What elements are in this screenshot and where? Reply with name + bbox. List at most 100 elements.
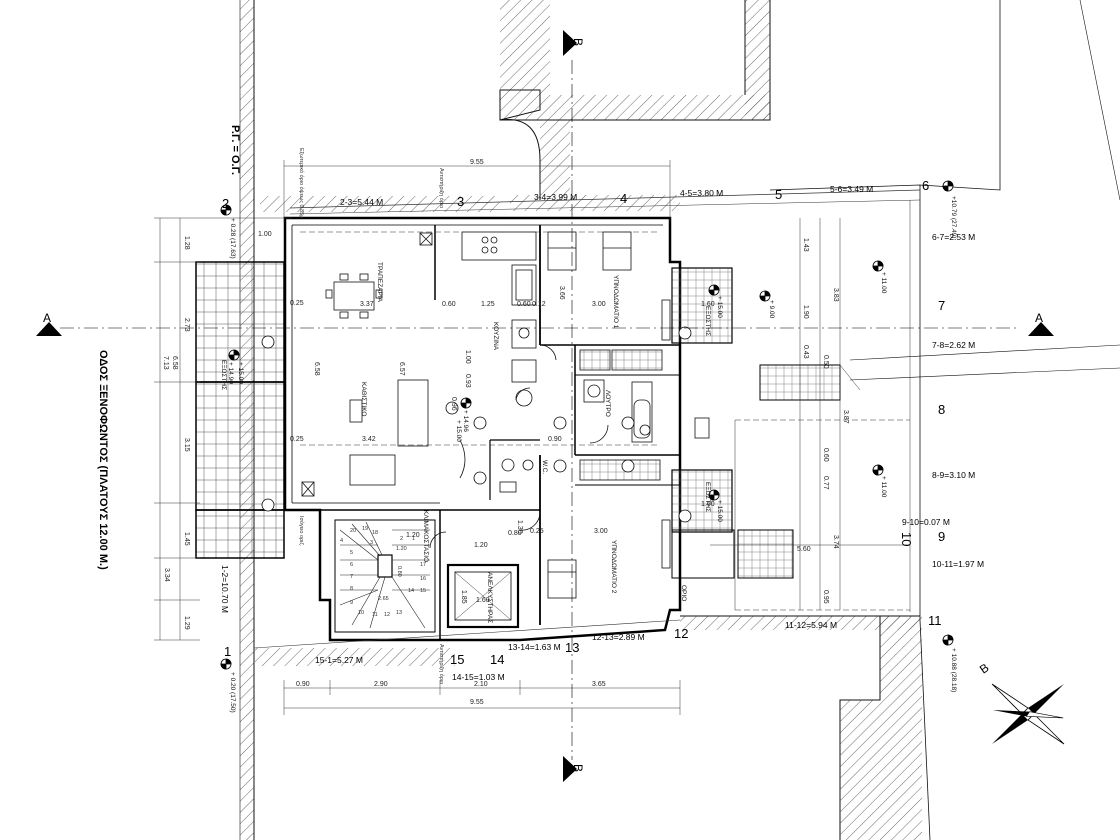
- dim-inner-13: 1.20: [406, 532, 420, 539]
- dim-left-1: 2.73: [183, 318, 190, 332]
- stair-step-16: 16: [420, 576, 426, 582]
- dim-inner-21: 0.96: [450, 397, 457, 411]
- dim-inner-12: 3.66: [558, 286, 565, 300]
- segment-1-2: 1-2=10.70 Μ: [220, 565, 230, 613]
- dim-top-overall: 9.55: [470, 159, 484, 166]
- level-yard-2: + 11.00: [880, 272, 887, 294]
- section-b-bottom: Β: [571, 764, 585, 772]
- room-kitchen: ΚΟΥΖΙΝΑ: [492, 322, 499, 351]
- stair-step-12: 12: [384, 612, 390, 618]
- dim-inner-11: 1.60: [701, 501, 715, 508]
- stair-numbers: 20 19 18 17 16 15 14 13 12 11 10 9 8 7 6…: [340, 526, 426, 618]
- stair-step-6: 6: [350, 562, 353, 568]
- dim-inner-26: 1.00: [258, 231, 272, 238]
- dim-right-0: 1.43: [802, 238, 809, 252]
- point-11: 11: [928, 613, 942, 628]
- dim-left-5: 1.29: [183, 616, 190, 630]
- stair-step-5: 5: [350, 550, 353, 556]
- dim-inner-24: 0.25: [290, 436, 304, 443]
- dim-inner-3: 3.42: [362, 436, 376, 443]
- columns: [261, 326, 692, 523]
- right-vertical-dims: 1.43 1.90 3.83 0.43 0.50 0.60 0.77 3.87 …: [797, 238, 849, 604]
- stair-step-7: 7: [350, 574, 353, 580]
- level-balcony-right-1: + 15.00: [716, 296, 723, 318]
- dim-inner-15: 1.30: [516, 520, 523, 534]
- stair-width-2: 1.20: [396, 546, 407, 552]
- segment-4-5: 4-5=3.80 Μ: [680, 188, 723, 198]
- dim-right-2: 3.83: [832, 288, 839, 302]
- point-12: 12: [674, 626, 688, 641]
- dim-inner-0: 3.37: [360, 301, 374, 308]
- level-yard-3: + 11.00: [880, 476, 887, 498]
- boundary-label: ΟΡΙΟ: [680, 585, 687, 601]
- room-balcony-right-1: ΕΞΩΣΤΗΣ: [704, 306, 711, 336]
- segment-2-3: 2-3=5.44 Μ: [340, 197, 383, 207]
- dim-inner-9: 3.00: [594, 528, 608, 535]
- point-4: 4: [620, 191, 627, 206]
- stair-step-10: 10: [358, 610, 364, 616]
- room-dining: ΤΡΑΠΕΖΑΡΙΑ: [376, 262, 383, 303]
- room-bedroom-2: ΥΠΝΟΔΩΜΑΤΙΟ 2: [610, 540, 617, 594]
- dim-right-6: 0.77: [822, 476, 829, 490]
- level-point-2: + 0.28 (17.63): [229, 218, 236, 259]
- dim-right-1: 1.90: [802, 305, 809, 319]
- stair-step-19: 19: [362, 526, 368, 532]
- dim-bottom-overall: 9.55: [470, 699, 484, 706]
- dim-right-5: 0.60: [822, 448, 829, 462]
- point-7: 7: [938, 298, 945, 313]
- dim-right-8: 3.74: [832, 535, 839, 549]
- segment-7-8: 7-8=2.62 Μ: [932, 340, 975, 350]
- dim-right-3: 0.43: [802, 345, 809, 359]
- dim-bottom-4: 3.65: [592, 681, 606, 688]
- point-3: 3: [457, 194, 464, 209]
- north-arrow-icon: [991, 683, 1065, 745]
- point-15: 15: [450, 652, 464, 667]
- room-bathroom: ΛΟΥΤΡΟ: [604, 390, 611, 417]
- segment-6-7: 6-7=2.53 Μ: [932, 232, 975, 242]
- stair-step-17: 17: [420, 562, 426, 568]
- section-a-right: Α: [1035, 311, 1043, 325]
- dim-inner-7: 0.12: [532, 301, 546, 308]
- dim-inner-25: 0.25: [530, 528, 544, 535]
- dim-inner-1: 6.58: [313, 362, 320, 376]
- left-vertical-dims: 1.28 2.73 3.15 1.45 3.34 1.29 6.58 7.13: [162, 236, 190, 630]
- dimension-lines: [154, 160, 921, 715]
- dim-inner-5: 1.25: [481, 301, 495, 308]
- section-a-left: Α: [43, 311, 51, 325]
- stair-step-15: 15: [420, 588, 426, 594]
- point-8: 8: [938, 402, 945, 417]
- point-13: 13: [565, 640, 579, 655]
- dim-left2-0: 6.58: [171, 356, 178, 370]
- segment-11-12: 11-12=5.94 Μ: [785, 620, 837, 630]
- stair-step-11: 11: [372, 612, 378, 618]
- stair-treads: [339, 521, 430, 629]
- dim-inner-19: 0.90: [548, 436, 562, 443]
- room-balcony-left: ΕΞΩΣΤΗΣ: [220, 360, 227, 390]
- point-6: 6: [922, 178, 929, 193]
- dim-bottom-3: 2.10: [474, 681, 488, 688]
- stair-step-9: 9: [350, 600, 353, 606]
- dim-inner-14: 1.20: [474, 542, 488, 549]
- dim-inner-8: 3.00: [592, 301, 606, 308]
- level-corridor: + 15.00: [455, 420, 462, 442]
- room-bedroom-1: ΥΠΝΟΔΩΜΑΤΙΟ 1: [612, 275, 619, 329]
- dim-inner-16: 0.80: [508, 530, 522, 537]
- dim-inner-18: 1.60: [476, 597, 490, 604]
- level-point-1: + 0.20 (17.50): [229, 672, 236, 713]
- balconies: [195, 261, 841, 579]
- stair-step-3: 3: [370, 540, 373, 546]
- dim-inner-17: 1.85: [460, 590, 467, 604]
- point-10: 10: [899, 532, 914, 546]
- stair-step-8: 8: [350, 586, 353, 592]
- level-balcony-left: + 15.00: [237, 362, 244, 384]
- building-walls: [283, 216, 682, 642]
- segment-10-11: 10-11=1.97 Μ: [932, 559, 984, 569]
- dim-inner-4: 0.60: [442, 301, 456, 308]
- segment-14-15: 14-15=1.03 Μ: [452, 672, 505, 682]
- segment-5-6: 5-6=3.49 Μ: [830, 184, 873, 194]
- stair-step-1: 1: [412, 536, 415, 542]
- note-top-dimension: Εξωτερικό όριο όψεως 0.85μ: [298, 148, 305, 218]
- segment-8-9: 8-9=3.10 Μ: [932, 470, 975, 480]
- note-top-retaining: Αντιστήριξη όριο: [438, 168, 445, 208]
